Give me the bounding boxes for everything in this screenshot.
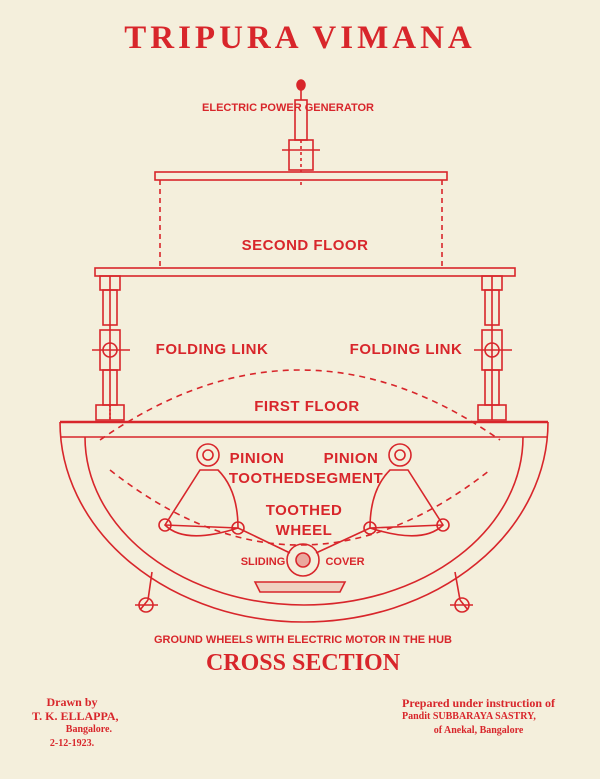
label-toothed-wheel-1: TOOTHED	[265, 502, 343, 519]
credit-left-line2: T. K. ELLAPPA,	[32, 709, 119, 723]
ground-wheel-left-drawing	[135, 571, 158, 613]
generator-drawing	[282, 79, 320, 185]
label-pinion-right: PINION	[323, 450, 379, 467]
label-generator: ELECTRIC POWER GENERATOR	[202, 102, 374, 114]
label-first-floor: FIRST FLOOR	[254, 398, 360, 415]
label-folding-link-right: FOLDING LINK	[349, 341, 463, 358]
credit-left-line1: Drawn by	[46, 695, 98, 709]
folding-link-left-drawing	[92, 275, 130, 421]
credits-left: Drawn by T. K. ELLAPPA, Bangalore. 2-12-…	[32, 695, 119, 751]
toothed-wheel-drawing	[237, 527, 371, 577]
hull-drawing	[59, 369, 549, 623]
ground-wheel-right-drawing	[450, 571, 473, 613]
credit-right-line3: of Anekal, Bangalore	[433, 725, 524, 736]
folding-link-right-drawing	[474, 275, 512, 421]
label-cross-section: CROSS SECTION	[205, 650, 401, 676]
diagram-title: TRIPURA VIMANA	[124, 20, 476, 56]
label-cover: COVER	[325, 556, 365, 568]
credit-right-line1: Prepared under instruction of	[402, 696, 556, 710]
label-toothed-segment: TOOTHEDSEGMENT	[228, 470, 384, 487]
second-floor-drawing	[94, 171, 516, 277]
label-toothed-wheel-2: WHEEL	[275, 522, 333, 539]
label-folding-link-left: FOLDING LINK	[155, 341, 269, 358]
credit-left-line3: Bangalore.	[65, 724, 112, 735]
label-second-floor: SECOND FLOOR	[241, 237, 369, 254]
credits-right: Prepared under instruction of Pandit SUB…	[402, 696, 555, 738]
credit-right-line2: Pandit SUBBARAYA SASTRY,	[402, 711, 536, 722]
label-pinion-left: PINION	[229, 450, 285, 467]
credit-left-line4: 2-12-1923.	[49, 738, 95, 749]
label-sliding: SLIDING	[240, 556, 286, 568]
label-ground-wheels: GROUND WHEELS WITH ELECTRIC MOTOR IN THE…	[153, 634, 453, 646]
